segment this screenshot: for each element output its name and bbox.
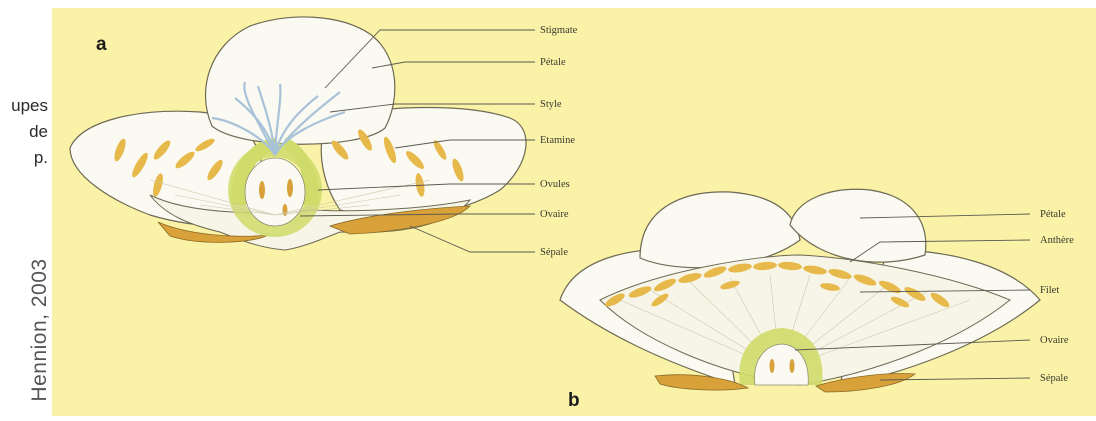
label-a-ovules: Ovules: [540, 179, 570, 190]
label-a-etamine: Etamine: [540, 135, 575, 146]
ovary-a: [245, 158, 305, 226]
label-a-sepale: Sépale: [540, 247, 568, 258]
ovule-b-1: [770, 359, 775, 373]
panel-letter-b: b: [568, 390, 580, 411]
label-a-petale: Pétale: [540, 57, 566, 68]
label-a-ovaire: Ovaire: [540, 209, 569, 220]
label-b-filet: Filet: [1040, 285, 1059, 296]
label-b-anthere: Anthère: [1040, 235, 1074, 246]
side-text-line-2: de: [0, 122, 48, 142]
label-b-sepale: Sépale: [1040, 373, 1068, 384]
label-a-stigmate: Stigmate: [540, 25, 578, 36]
ovule-a-1: [259, 181, 265, 199]
label-b-petale: Pétale: [1040, 209, 1066, 220]
side-text-line-1: upes: [0, 96, 48, 116]
ovule-a-2: [287, 179, 293, 197]
panel-letter-a: a: [96, 34, 107, 55]
label-a-style: Style: [540, 99, 562, 110]
label-b-ovaire: Ovaire: [1040, 335, 1069, 346]
side-text-line-3: p.: [0, 148, 48, 168]
image-credit: Hennion, 2003: [28, 258, 52, 401]
ovule-b-2: [790, 359, 795, 373]
